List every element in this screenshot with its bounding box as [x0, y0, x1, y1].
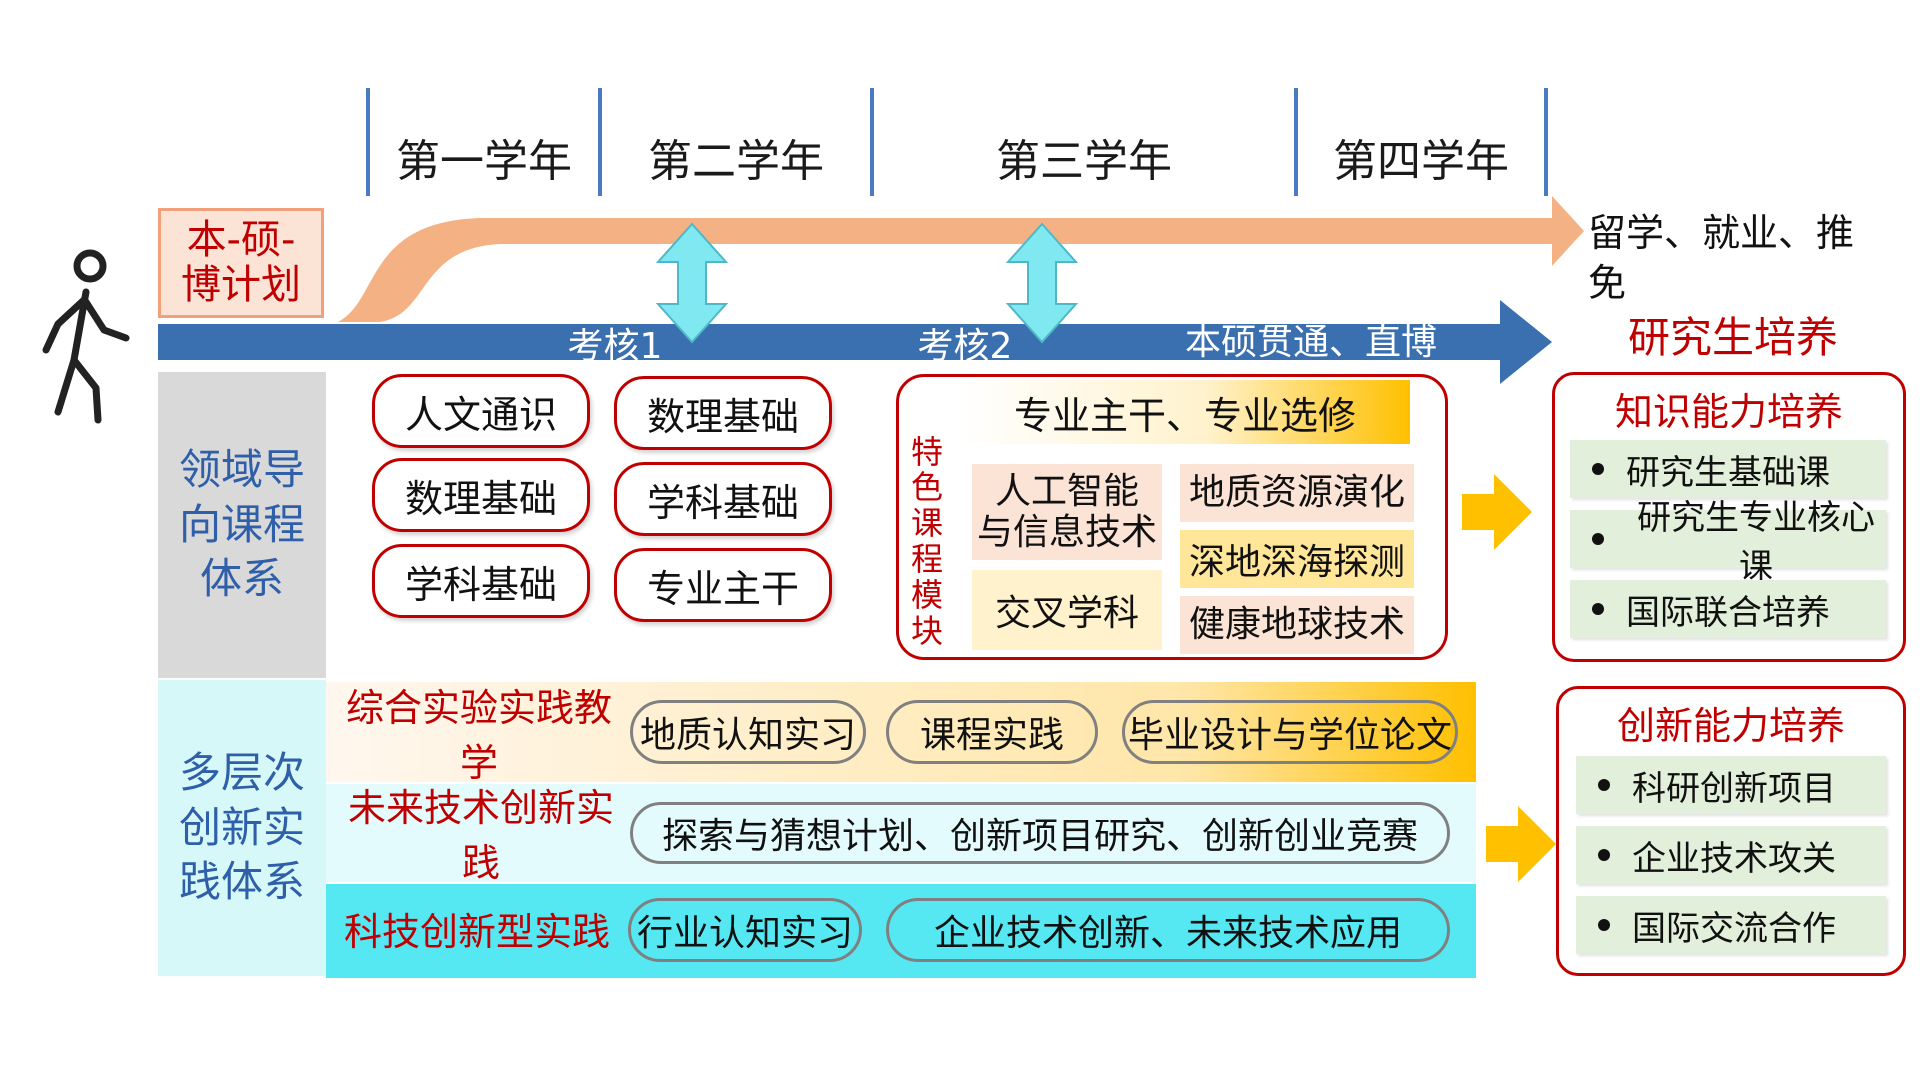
year-label-1: 第一学年 — [396, 136, 572, 187]
bullet-icon — [1598, 919, 1610, 931]
year-label-3: 第三学年 — [996, 136, 1172, 187]
practice-row-title: 科技创新型实践 — [344, 909, 611, 954]
module-cell-ai-line: 人工智能 — [994, 470, 1139, 512]
year-label-4: 第四学年 — [1333, 136, 1509, 187]
practice-pill: 毕业设计与学位论文 — [1122, 700, 1458, 764]
year-label-2: 第二学年 — [648, 136, 824, 187]
knowledge-item: 研究生基础课 — [1570, 440, 1886, 498]
practice-panel — [158, 680, 326, 976]
knowledge-item: 国际联合培养 — [1570, 580, 1886, 638]
module-cell-ai: 人工智能 与信息技术 — [972, 464, 1162, 560]
knowledge-title: 知识能力培养 — [1614, 389, 1843, 434]
assessment-arrow-2 — [1005, 222, 1079, 344]
bullet-icon — [1592, 533, 1604, 545]
course-box: 人文通识 — [372, 374, 590, 448]
module-label-char: 特 — [910, 432, 943, 471]
module-label-char: 课 — [910, 504, 943, 543]
practice-label: 多层次 创新实 践体系 — [158, 680, 326, 976]
innovation-arrow — [1486, 806, 1556, 882]
assessment-arrow-1 — [655, 222, 729, 344]
main-arrow-label: 本硕贯通、直博 — [1184, 322, 1437, 363]
knowledge-item-label: 研究生专业核心课 — [1637, 498, 1875, 587]
curriculum-label: 领域导 向课程 体系 — [158, 372, 326, 678]
module-label-char: 块 — [910, 611, 943, 650]
course-box: 学科基础 — [614, 462, 832, 536]
knowledge-arrow — [1462, 474, 1532, 550]
bullet-icon — [1592, 603, 1604, 615]
practice-row-title: 未来技术创新实践 — [347, 786, 614, 885]
course-box: 学科基础 — [372, 544, 590, 618]
grad-title: 研究生培养 — [1627, 312, 1838, 362]
bullet-icon — [1598, 849, 1610, 861]
practice-label-line: 践体系 — [178, 857, 305, 907]
plan-label-line1: 本-硕- — [186, 217, 296, 264]
curriculum-label-line: 向课程 — [178, 499, 305, 549]
module-cell-health: 健康地球技术 — [1180, 596, 1414, 654]
curriculum-panel — [158, 372, 326, 678]
practice-pill: 课程实践 — [886, 700, 1098, 764]
plan-label-box: 本-硕- 博计划 — [158, 208, 324, 318]
year-separators — [366, 88, 1548, 196]
major-bar: 专业主干、专业选修 — [960, 380, 1410, 444]
knowledge-item: 研究生专业核心课 — [1570, 498, 1886, 587]
innovation-item-label: 国际交流合作 — [1632, 908, 1836, 949]
practice-pill: 企业技术创新、未来技术应用 — [886, 898, 1450, 962]
course-box: 专业主干 — [614, 548, 832, 622]
module-label-char: 模 — [910, 575, 943, 614]
practice-pill: 行业认知实习 — [628, 898, 862, 962]
practice-row-2 — [326, 784, 1476, 882]
curriculum-label-line: 体系 — [199, 554, 284, 604]
assessment-label-2: 考核2 — [917, 326, 1013, 367]
practice-pill: 探索与猜想计划、创新项目研究、创新创业竞赛 — [630, 802, 1450, 864]
walking-person-icon — [42, 249, 130, 424]
assessment-label-1: 考核1 — [567, 326, 663, 367]
knowledge-item-label: 研究生基础课 — [1626, 452, 1830, 493]
plan-destination: 留学、就业、推免 — [1588, 211, 1855, 305]
bullet-icon — [1592, 463, 1604, 475]
innovation-item: 企业技术攻关 — [1576, 826, 1886, 884]
innovation-item: 科研创新项目 — [1576, 756, 1886, 814]
module-label-char: 色 — [910, 468, 943, 507]
innovation-item: 国际交流合作 — [1576, 896, 1886, 954]
knowledge-item-label: 国际联合培养 — [1626, 592, 1830, 633]
module-label-char: 程 — [910, 540, 943, 578]
course-box: 数理基础 — [372, 458, 590, 532]
bullet-icon — [1598, 779, 1610, 791]
plan-arrow — [338, 196, 1584, 322]
main-arrow — [158, 300, 1552, 384]
practice-row-title: 综合实验实践教学 — [345, 686, 612, 785]
module-cell-deep: 深地深海探测 — [1180, 530, 1414, 588]
innovation-item-label: 企业技术攻关 — [1632, 838, 1836, 879]
module-cell-geo: 地质资源演化 — [1180, 464, 1414, 522]
innovation-title: 创新能力培养 — [1616, 703, 1845, 748]
course-box: 数理基础 — [614, 376, 832, 450]
practice-label-line: 创新实 — [178, 802, 305, 852]
practice-label-line: 多层次 — [178, 748, 305, 798]
module-cell-ai-line: 与信息技术 — [976, 512, 1157, 553]
module-cell-cross: 交叉学科 — [972, 570, 1162, 650]
feature-module-label: 特 色 课 程 模 块 — [900, 434, 954, 649]
plan-label-line2: 博计划 — [181, 262, 301, 308]
practice-pill: 地质认知实习 — [630, 700, 866, 764]
innovation-item-label: 科研创新项目 — [1632, 768, 1836, 809]
curriculum-label-line: 领域导 — [178, 445, 305, 495]
